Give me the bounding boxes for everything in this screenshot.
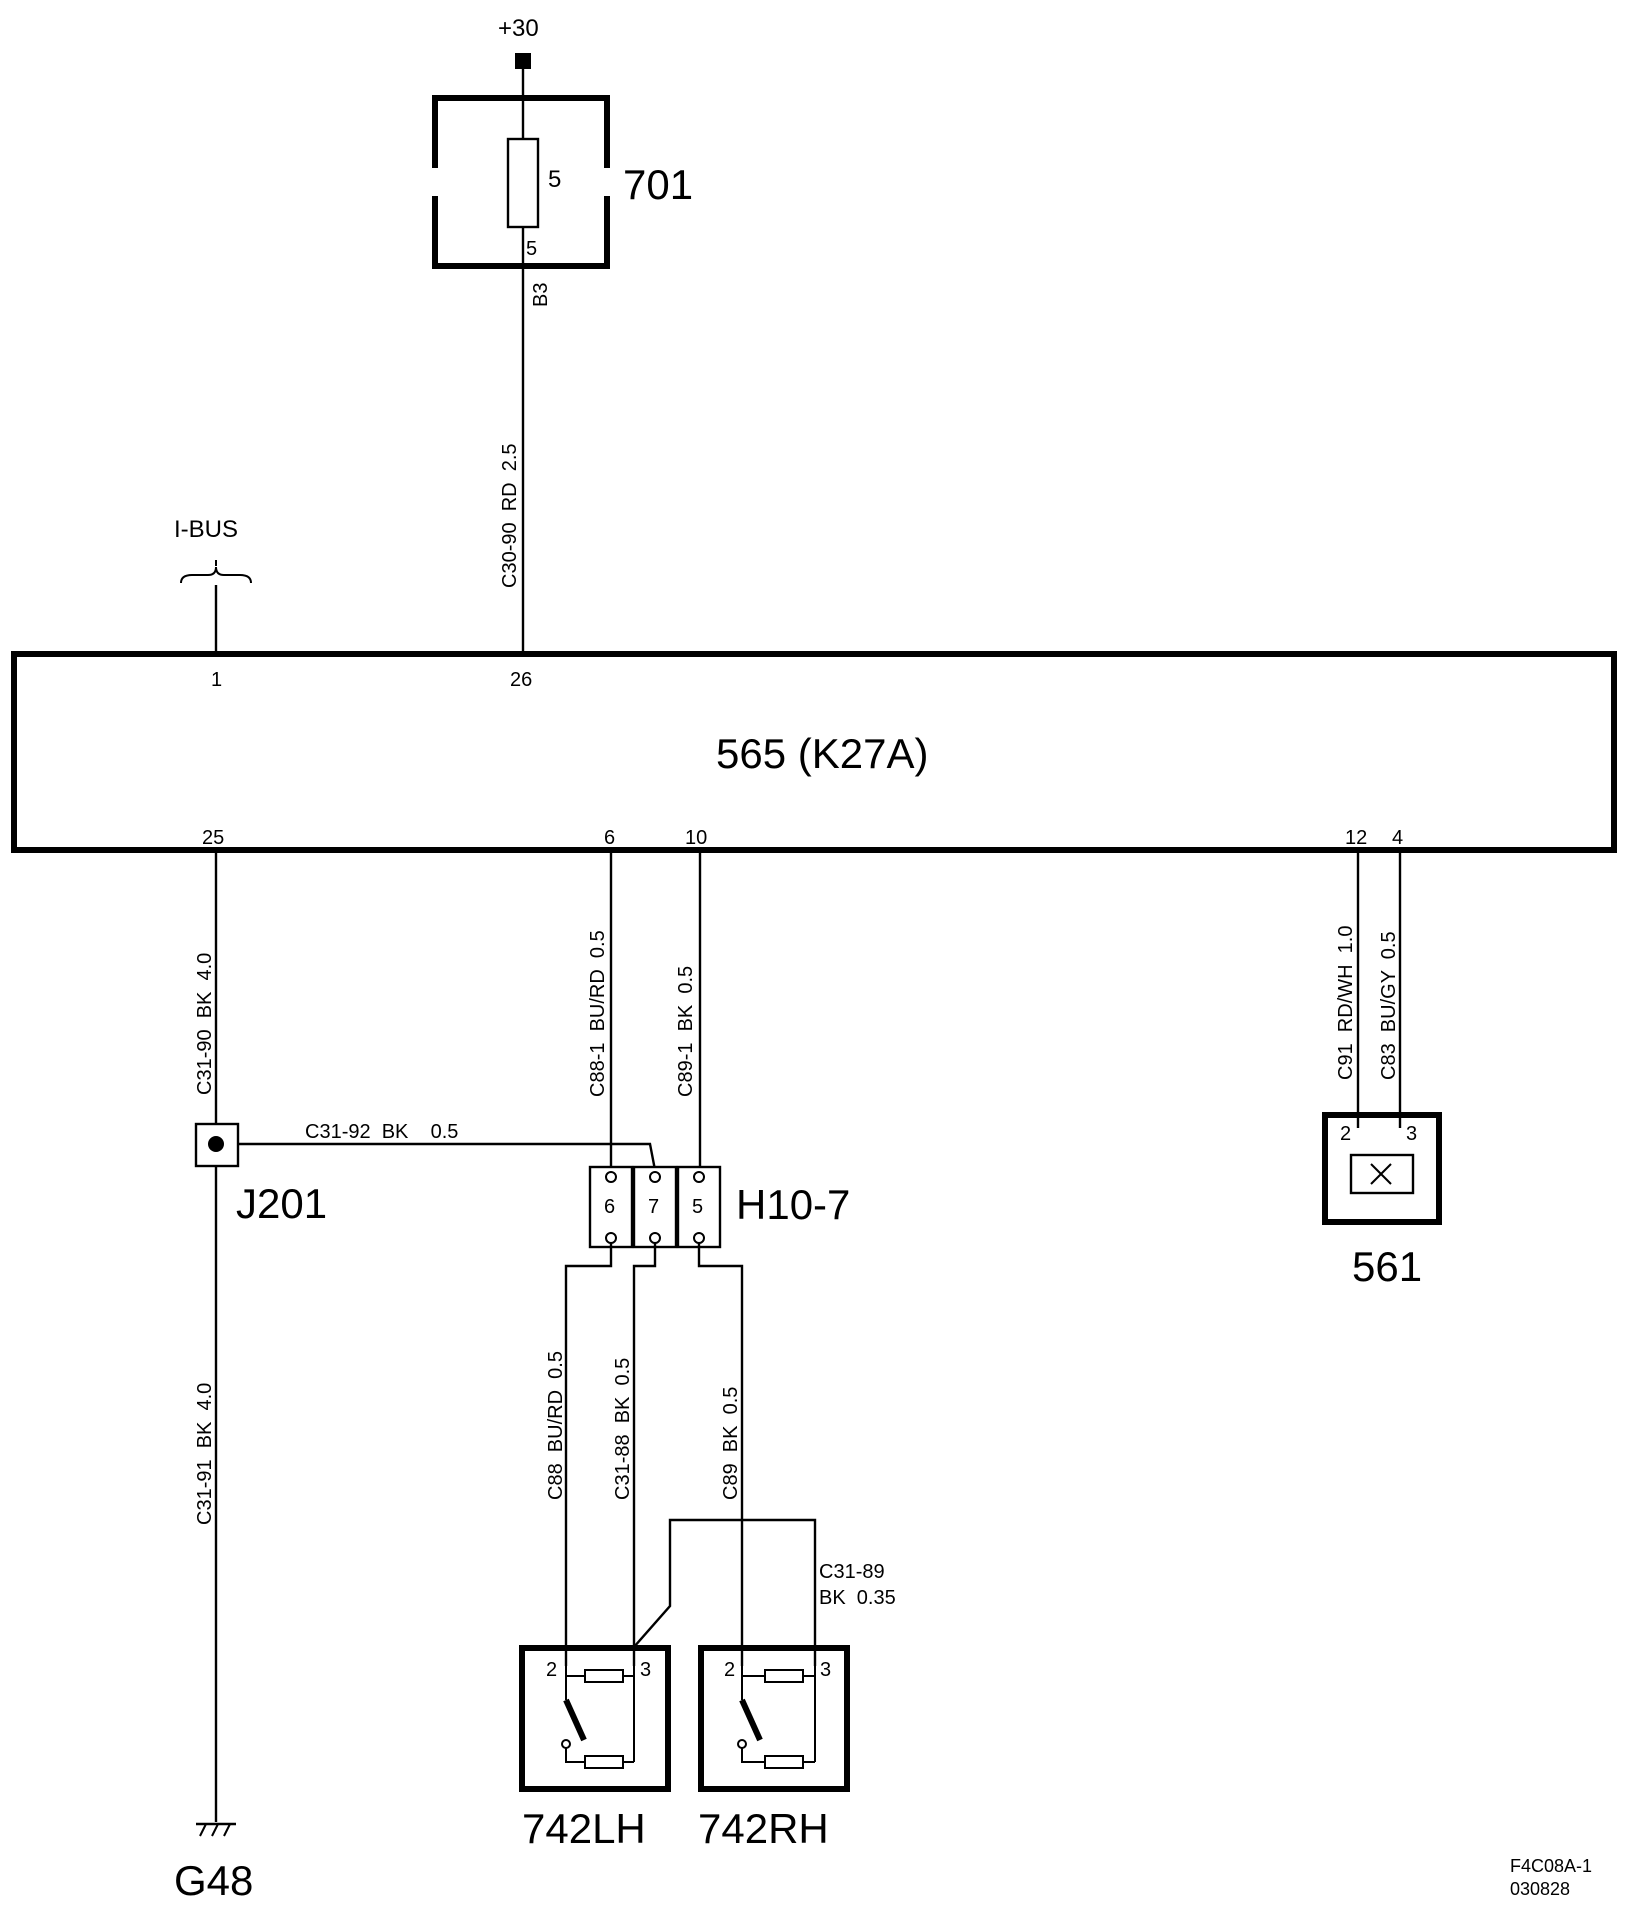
pin-6-label: 6: [604, 827, 615, 849]
ground-label: G48: [174, 1857, 253, 1904]
footer-date: 030828: [1510, 1879, 1570, 1899]
pin-26-label: 26: [510, 669, 532, 691]
ground-symbol: [196, 1822, 236, 1837]
control-unit-label: 565 (K27A): [716, 730, 928, 777]
pin-25-label: 25: [202, 827, 224, 849]
wire-label-c89: C89 BK 0.5: [720, 1387, 742, 1500]
pin-10-label: 10: [685, 827, 707, 849]
wire-c31-89: [633, 1518, 817, 1666]
switch-lh-label: 742LH: [522, 1805, 646, 1852]
connector-pin-7: 7: [648, 1196, 659, 1218]
component-561-pin-3: 3: [1406, 1123, 1417, 1145]
connector-pin-5: 5: [692, 1196, 703, 1218]
fuse-value: 5: [548, 166, 561, 193]
switch-rh-pin-3: 3: [820, 1659, 831, 1681]
switch-742rh: [698, 1645, 850, 1792]
wire-c88: [564, 1243, 613, 1666]
connector-label: H10-7: [736, 1181, 850, 1228]
wire-label-c31-89-b: BK 0.35: [819, 1587, 896, 1609]
component-561-label: 561: [1352, 1243, 1422, 1290]
connector-h10-7: [588, 1165, 722, 1249]
fuse-box-701: [427, 95, 615, 269]
fuse-symbol: [506, 137, 540, 229]
wire-label-c31-91: C31-91 BK 4.0: [194, 1383, 216, 1525]
wire-c31-88: [632, 1243, 657, 1666]
component-561: [1322, 1112, 1442, 1225]
fuse-id: 701: [623, 161, 693, 208]
wire-label-c31-92: C31-92 BK 0.5: [305, 1121, 458, 1143]
control-unit-565: [11, 651, 1617, 853]
wire-c31-92: [238, 1142, 657, 1171]
wire-label-c83: C83 BU/GY 0.5: [1378, 931, 1400, 1080]
pin-12-label: 12: [1345, 827, 1367, 849]
connector-pin-6: 6: [604, 1196, 615, 1218]
wire-label-c89-1: C89-1 BK 0.5: [675, 966, 697, 1097]
splice-dot: [208, 1136, 224, 1152]
bus-label: I-BUS: [174, 516, 238, 543]
wire-c89: [697, 1243, 744, 1666]
fuse-pin: 5: [526, 238, 537, 260]
switch-rh-pin-2: 2: [724, 1659, 735, 1681]
supply-terminal: [515, 53, 531, 69]
splice-label: J201: [236, 1180, 327, 1227]
switch-lh-pin-3: 3: [640, 1659, 651, 1681]
pin-4-label: 4: [1392, 827, 1403, 849]
component-561-pin-2: 2: [1340, 1123, 1351, 1145]
wire-label-c31-89-a: C31-89: [819, 1561, 885, 1583]
pin-1-label: 1: [211, 669, 222, 691]
wire-label-c31-90: C31-90 BK 4.0: [194, 953, 216, 1095]
wire-label-c91: C91 RD/WH 1.0: [1335, 926, 1357, 1080]
wire-label-c88: C88 BU/RD 0.5: [545, 1351, 567, 1500]
wire-label-c88-1: C88-1 BU/RD 0.5: [587, 930, 609, 1097]
switch-rh-label: 742RH: [698, 1805, 829, 1852]
fuse-terminal: B3: [530, 283, 552, 307]
wire-label-c30-90: C30-90 RD 2.5: [499, 443, 521, 588]
switch-lh-pin-2: 2: [546, 1659, 557, 1681]
supply-label: +30: [498, 15, 539, 42]
switch-742lh: [519, 1645, 671, 1792]
bus-brace: [180, 566, 252, 584]
wire-label-c31-88: C31-88 BK 0.5: [612, 1358, 634, 1500]
footer-code: F4C08A-1: [1510, 1856, 1592, 1876]
